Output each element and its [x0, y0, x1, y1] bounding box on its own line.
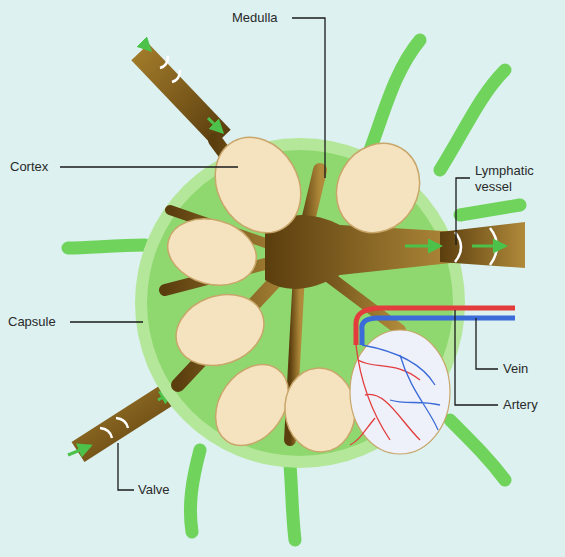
capsule-label: Capsule	[8, 314, 68, 330]
valve-label: Valve	[138, 482, 183, 498]
cortex-label: Cortex	[10, 159, 58, 175]
artery-label: Artery	[503, 397, 553, 413]
vein-label: Vein	[503, 361, 548, 377]
blood-vessels	[350, 308, 515, 454]
leader-lines	[60, 18, 498, 490]
efferent-vessel	[405, 222, 525, 268]
lymphatic-vessel-label: Lymphatic vessel	[475, 163, 550, 195]
medulla-label: Medulla	[232, 10, 290, 26]
vessel-stubs	[68, 40, 520, 540]
